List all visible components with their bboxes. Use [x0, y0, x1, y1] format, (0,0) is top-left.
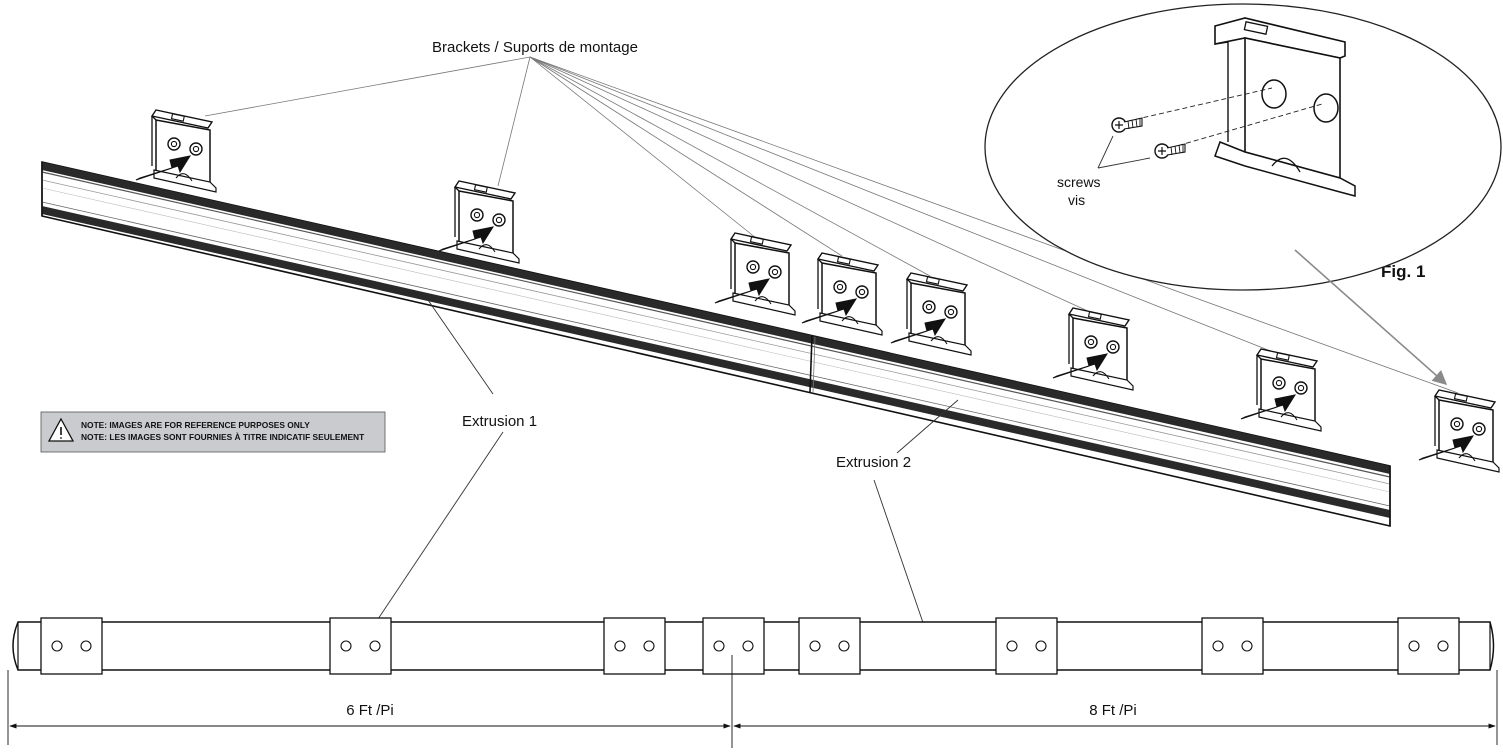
mounting-bracket	[135, 109, 217, 193]
insert-arrow-icon	[714, 278, 771, 304]
mounting-bracket	[801, 252, 883, 336]
screws-label: screws	[1057, 174, 1101, 190]
extrusion-2-leader-top	[896, 399, 959, 454]
insert-arrow-icon	[890, 318, 947, 344]
reference-note: NOTE: IMAGES ARE FOR REFERENCE PURPOSES …	[40, 411, 386, 453]
mounting-bracket	[1052, 307, 1134, 391]
top-view-bracket	[702, 617, 765, 675]
mounting-bracket	[890, 272, 972, 356]
dimension-lines: 6 Ft /Pi 8 Ft /Pi	[7, 655, 1498, 748]
top-view-bracket	[798, 617, 861, 675]
warning-triangle-icon	[47, 417, 75, 442]
top-view-bracket	[1201, 617, 1264, 675]
mounting-bracket	[438, 180, 520, 264]
extrusion-1-leader-top	[427, 299, 494, 395]
insert-arrow-icon	[1418, 435, 1475, 461]
top-view-bracket	[1397, 617, 1460, 675]
mounting-bracket	[714, 232, 796, 316]
extrusion-1-label: Extrusion 1	[462, 413, 537, 430]
insert-arrow-icon	[1240, 394, 1297, 420]
top-view-bracket	[329, 617, 392, 675]
insert-arrow-icon	[1052, 353, 1109, 379]
screw-detail-callout: screws vis	[984, 3, 1502, 291]
mounting-bracket	[1240, 348, 1322, 432]
top-view-bracket	[995, 617, 1058, 675]
insert-arrow-icon	[438, 226, 495, 252]
vis-label: vis	[1068, 192, 1085, 208]
bracket-leader-lines	[204, 56, 1459, 394]
extrusion-2-label: Extrusion 2	[836, 454, 911, 471]
screw-icon	[1154, 143, 1186, 159]
screw-icon	[1111, 117, 1143, 133]
detail-bracket	[1214, 17, 1356, 197]
perspective-brackets	[135, 109, 1500, 473]
top-view-bracket	[603, 617, 666, 675]
extrusion-2-leader-bottom	[873, 479, 931, 644]
dimension-label-8ft: 8 Ft /Pi	[1089, 702, 1137, 719]
top-view-brackets	[40, 617, 1460, 675]
extrusion-perspective	[41, 160, 1391, 528]
note-line-1: NOTE: IMAGES ARE FOR REFERENCE PURPOSES …	[81, 420, 310, 430]
figure-label: Fig. 1	[1381, 262, 1425, 281]
note-line-2: NOTE: LES IMAGES SONT FOURNIES À TITRE I…	[81, 431, 365, 442]
insert-arrow-icon	[135, 155, 192, 181]
insert-arrow-icon	[801, 298, 858, 324]
brackets-label: Brackets / Suports de montage	[432, 39, 638, 56]
dimension-label-6ft: 6 Ft /Pi	[346, 702, 394, 719]
detail-pointer-arrow	[1294, 249, 1448, 385]
top-view-bracket	[40, 617, 103, 675]
extrusion-1-leader-bottom	[361, 431, 504, 644]
mounting-bracket	[1418, 389, 1500, 473]
